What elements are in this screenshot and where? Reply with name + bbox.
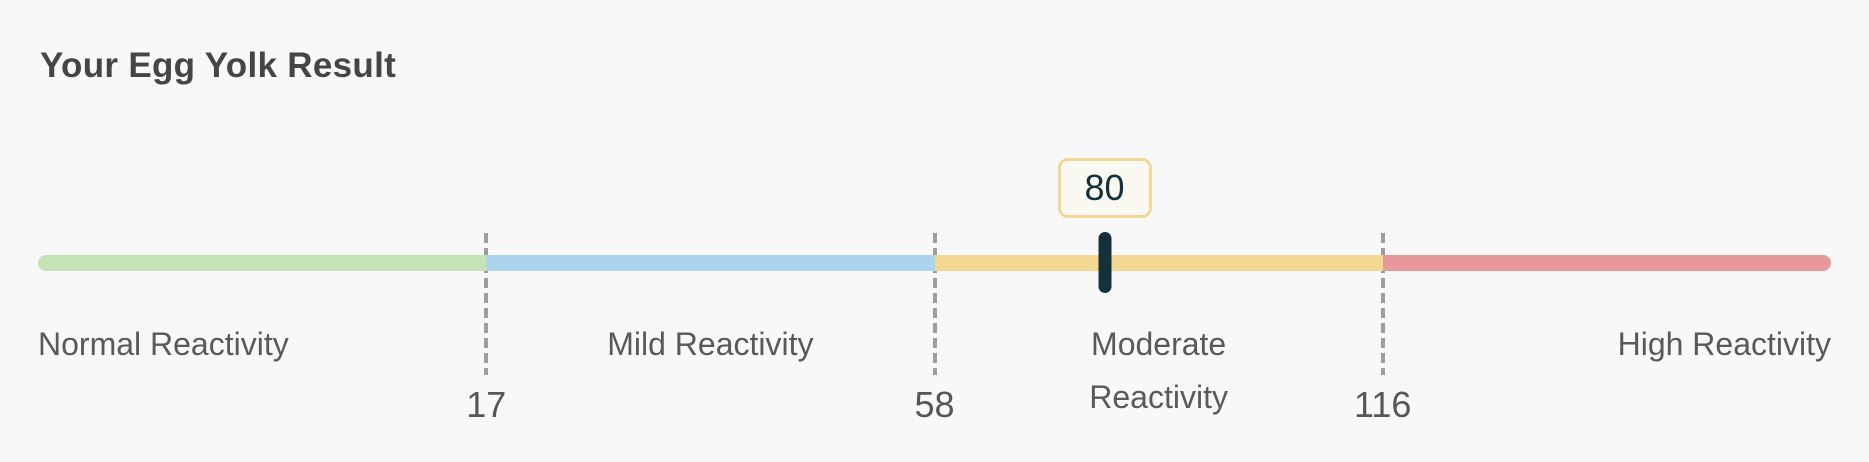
threshold-divider-2	[932, 233, 937, 375]
bar-segment-mild	[486, 255, 935, 271]
result-value-badge: 80	[1057, 158, 1152, 218]
reactivity-scale: 80 Normal Reactivity Mild Reactivity Mod…	[38, 0, 1831, 462]
threshold-divider-1	[484, 233, 489, 375]
zone-label-moderate: Moderate Reactivity	[935, 318, 1383, 424]
zone-label-normal: Normal Reactivity	[38, 326, 289, 362]
threshold-value-1: 17	[466, 384, 507, 425]
scale-bar	[38, 255, 1831, 271]
threshold-value-3: 116	[1354, 384, 1412, 425]
zone-labels: Normal Reactivity Mild Reactivity Modera…	[38, 318, 1831, 424]
result-marker-line	[1098, 232, 1112, 293]
threshold-divider-3	[1380, 233, 1385, 375]
bar-segment-normal	[38, 255, 487, 271]
zone-label-moderate-text: Moderate Reactivity	[1089, 326, 1228, 415]
bar-segment-high	[1382, 255, 1831, 271]
zone-label-high: High Reactivity	[1617, 326, 1831, 362]
threshold-value-2: 58	[914, 384, 955, 425]
bar-segment-moderate	[934, 255, 1383, 271]
zone-label-mild: Mild Reactivity	[607, 326, 814, 362]
page-title: Your Egg Yolk Result	[40, 46, 397, 85]
